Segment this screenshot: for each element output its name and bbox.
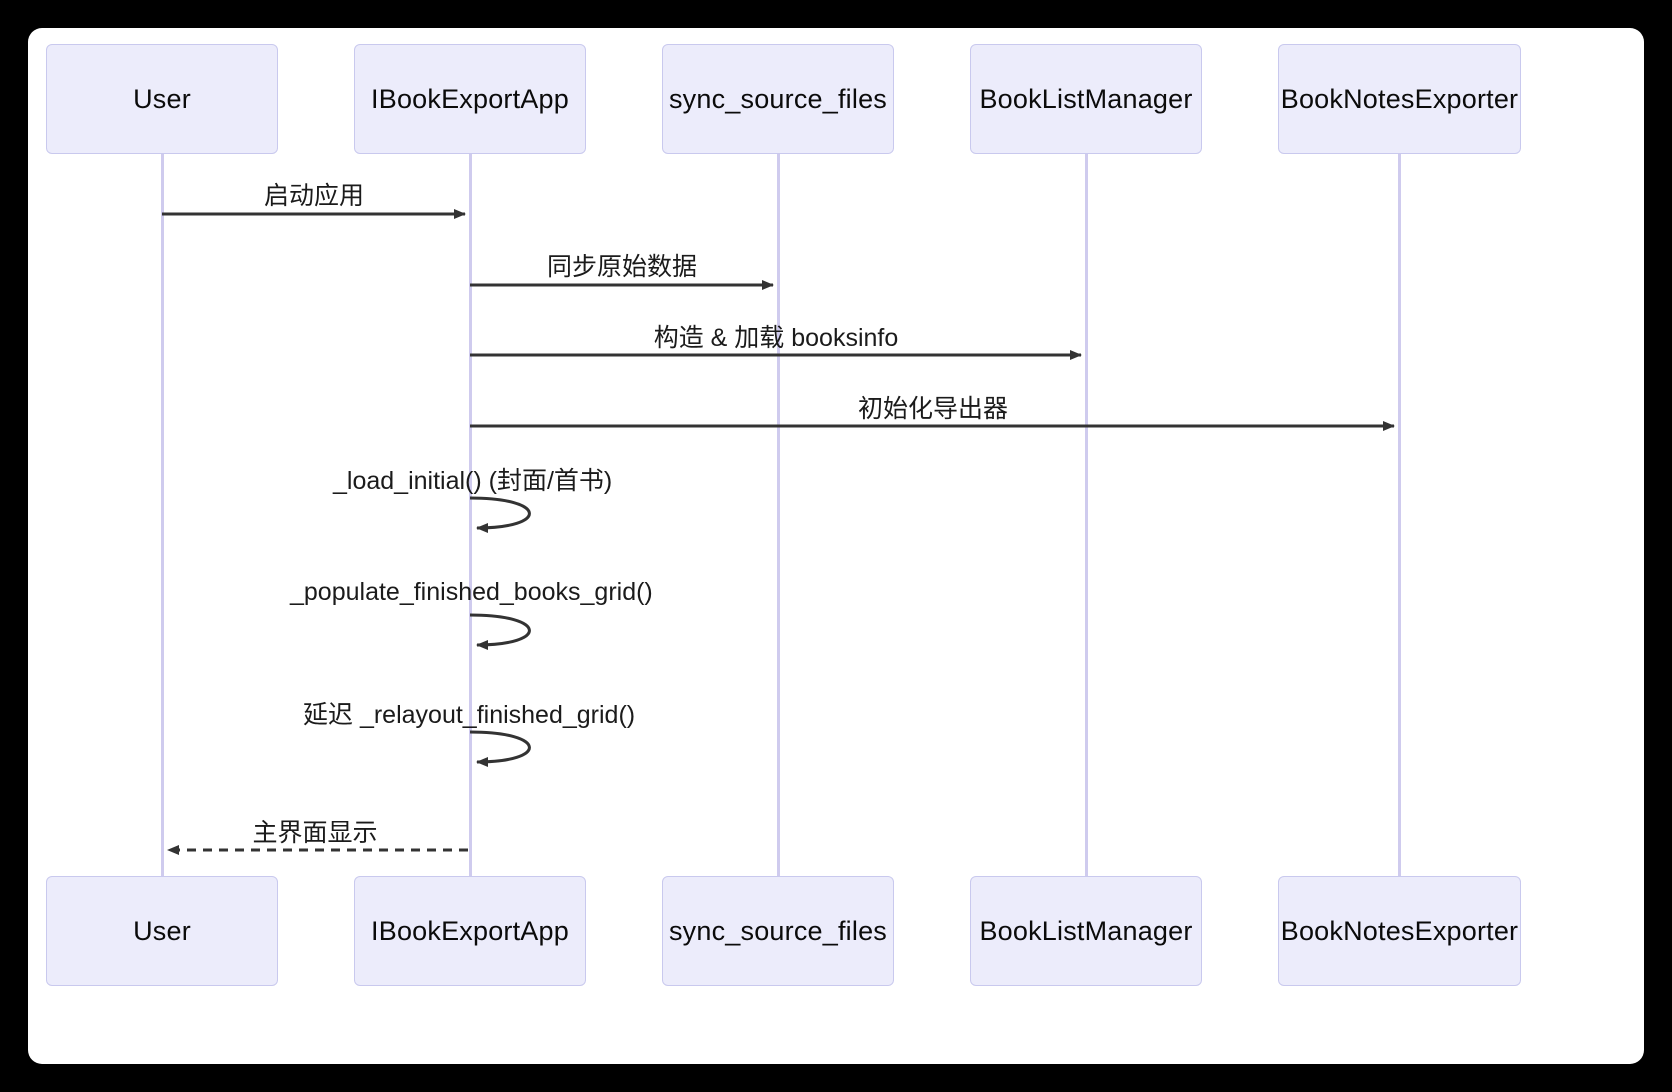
diagram-canvas: User IBookExportApp sync_source_files Bo… bbox=[28, 28, 1644, 1064]
sequence-arrows: User : 主界面显示 --> bbox=[162, 209, 1395, 855]
lifeline-user bbox=[161, 154, 164, 876]
lifeline-sync-source-files bbox=[777, 154, 780, 876]
participant-label: BookListManager bbox=[979, 915, 1193, 946]
participant-box-bottom-booknotesexporter[interactable]: BookNotesExporter bbox=[1278, 876, 1521, 986]
self-message-arrow-2 bbox=[469, 613, 531, 650]
self-message-label-1: _load_initial() (封面/首书) bbox=[333, 467, 613, 495]
participant-box-ibookexportapp[interactable]: IBookExportApp bbox=[354, 44, 586, 154]
lifeline-ibookexportapp bbox=[469, 154, 472, 876]
participant-box-bottom-booklistmanager[interactable]: BookListManager bbox=[970, 876, 1202, 986]
message-label-2: 同步原始数据 bbox=[546, 253, 698, 281]
participant-label: BookListManager bbox=[979, 83, 1193, 114]
participant-label: BookNotesExporter bbox=[1280, 915, 1519, 946]
participant-box-booklistmanager[interactable]: BookListManager bbox=[970, 44, 1202, 154]
self-message-arrow-1 bbox=[469, 496, 531, 533]
participant-box-user[interactable]: User bbox=[46, 44, 278, 154]
participant-label: User bbox=[133, 83, 191, 114]
self-message-label-2: _populate_finished_books_grid() bbox=[290, 578, 653, 606]
participant-box-bottom-ibookexportapp[interactable]: IBookExportApp bbox=[354, 876, 586, 986]
participant-label: BookNotesExporter bbox=[1280, 83, 1519, 114]
self-message-arrow-3 bbox=[469, 730, 531, 767]
participant-label: sync_source_files bbox=[668, 915, 887, 946]
message-label-1: 启动应用 bbox=[263, 182, 365, 210]
participant-label: IBookExportApp bbox=[371, 915, 569, 946]
participant-box-bottom-user[interactable]: User bbox=[46, 876, 278, 986]
self-message-label-3: 延迟 _relayout_finished_grid() bbox=[303, 701, 636, 729]
participant-label: IBookExportApp bbox=[371, 83, 569, 114]
return-message-label: 主界面显示 bbox=[252, 819, 378, 847]
participant-box-bottom-sync-source-files[interactable]: sync_source_files bbox=[662, 876, 894, 986]
participant-box-booknotesexporter[interactable]: BookNotesExporter bbox=[1278, 44, 1521, 154]
participant-box-sync-source-files[interactable]: sync_source_files bbox=[662, 44, 894, 154]
participant-label: User bbox=[133, 915, 191, 946]
lifeline-booklistmanager bbox=[1085, 154, 1088, 876]
message-label-4: 初始化导出器 bbox=[857, 395, 1009, 423]
participant-label: sync_source_files bbox=[668, 83, 887, 114]
message-label-3: 构造 & 加载 booksinfo bbox=[653, 324, 899, 352]
lifeline-booknotesexporter bbox=[1398, 154, 1401, 876]
